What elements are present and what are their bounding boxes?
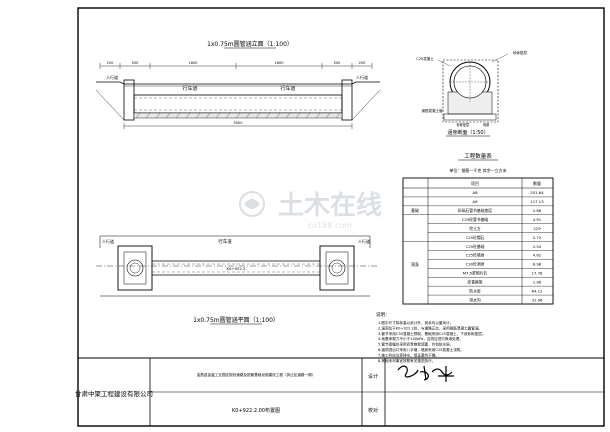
quantity-group-foundation: 基础 — [411, 207, 419, 213]
elev-carriageway-right: 行车道 — [280, 85, 295, 92]
note-line: 5.管节接缝处采用沥青麻絮填塞，外包防水层。 — [378, 342, 453, 347]
design-label: 设计 — [368, 373, 378, 380]
quantity-table: 工程数量表 单位：钢筋—千克 其余—立方米 项目 数量 基础 洞身 A8 251.… — [402, 152, 554, 305]
drawing-frame — [77, 7, 605, 427]
notes-block: 说明： 1.图中尺寸除标高以米计外，其余均以厘米计。2.涵洞位于K0+922.2… — [376, 311, 485, 363]
table-cell-qty: 64.12 — [532, 288, 543, 293]
table-cell-item: 排水沟 — [469, 297, 481, 302]
elev-dim-1: 200 — [107, 61, 114, 65]
quantity-header-qty: 数量 — [533, 180, 541, 186]
note-line: 6.涵洞进出口采用八字墙，墙身采用C25混凝土浇筑。 — [378, 347, 464, 352]
plan-title: 1x0.75m圆管涵平面（1:100） — [193, 316, 279, 324]
plan-chainage: K0+922.2 — [227, 266, 247, 271]
table-cell-qty: 1.96 — [533, 279, 542, 284]
table-cell-qty: 6.98 — [533, 262, 542, 267]
quantity-unit-note: 单位：钢筋—千克 其余—立方米 — [449, 167, 506, 173]
section-label-concrete: C25混凝土 — [416, 56, 434, 61]
elev-sidewalk-right: 人行道 — [356, 74, 368, 80]
section-title: 涵身断面（1:50） — [447, 129, 488, 136]
quantity-table-title: 工程数量表 — [464, 152, 492, 160]
company-name: 甘肃中聚工程建设有限公司 — [75, 389, 153, 398]
plan-sidewalk-left: 人行道 — [102, 238, 114, 244]
elev-dim-5: 500 — [334, 61, 341, 65]
elev-sidewalk-left: 人行道 — [106, 74, 118, 80]
table-cell-qty: 251.64 — [530, 190, 544, 195]
table-cell-item: C25砼基础 — [466, 244, 485, 249]
table-cell-qty: 4.91 — [533, 217, 542, 222]
table-cell-qty: 31.96 — [532, 297, 543, 302]
watermark-url: co188.com — [308, 221, 352, 230]
plan-sidewalk-right: 人行道 — [358, 238, 370, 244]
section-label-pipe: 钢筋混凝土管 — [422, 108, 443, 113]
elev-carriageway-left: 行车道 — [182, 85, 197, 92]
note-line: 1.图中尺寸除标高以米计外，其余均以厘米计。 — [378, 320, 453, 325]
section-label-gravel: 砂砾垫层 — [513, 50, 527, 55]
note-line: 7.施工时应注意排水，保证基坑干燥。 — [378, 352, 439, 357]
section-label-base-b: 地基 — [483, 122, 490, 127]
elevation-view: 1x0.75m圆管涵立面（1:100） 200 500 1800 1800 50… — [95, 40, 381, 129]
quantity-header-item: 项目 — [471, 180, 479, 186]
signature — [397, 365, 454, 382]
note-line: 3.管节采用C30混凝土预制，基础采用C25混凝土，下设砂砾垫层。 — [378, 331, 485, 336]
table-cell-qty: 4.62 — [533, 253, 542, 258]
note-line: 4.地基承载力不小于150kPa，否则应进行换填处理。 — [378, 336, 463, 341]
elev-dim-4: 1800 — [275, 61, 284, 65]
table-cell-item: 防水层 — [469, 288, 481, 293]
check-label: 校对 — [368, 407, 378, 414]
note-line: 8.其他未尽事宜按照有关规范执行。 — [378, 358, 435, 363]
elevation-title: 1x0.75m圆管涵立面（1:100） — [207, 40, 293, 48]
project-name: 金昌县金鑫工业园区规划道路及配套基础设施建设工程（拆迁区道路一期） — [197, 372, 316, 377]
elev-dim-2: 500 — [132, 61, 139, 65]
drawing-name: K0+922.2.00布置图 — [232, 407, 280, 414]
table-cell-item: 砂砾石管节基础垫层 — [458, 208, 492, 213]
table-cell-qty: 2.54 — [533, 244, 542, 249]
section-view: 砂砾垫层 C25混凝土 钢筋混凝土管 砂砾垫层 地基 涵身断面（1:50） — [416, 50, 527, 137]
table-cell-qty: 2.72 — [533, 235, 542, 240]
table-cell-item: C25砼管节基础 — [462, 217, 489, 222]
quantity-group-body: 洞身 — [411, 261, 419, 267]
title-block: 甘肃中聚工程建设有限公司 金昌县金鑫工业园区规划道路及配套基础设施建设工程（拆迁… — [75, 357, 604, 426]
elev-dim-3: 1800 — [189, 61, 198, 65]
table-cell-qty: 229 — [533, 226, 541, 231]
plan-view: 人行道 行车道 人行道 K0+922.2 1x0.75m圆管涵平面（1:100） — [96, 235, 378, 325]
table-cell-item: 沥青麻絮 — [467, 279, 482, 284]
elev-dim-bottom: 5000 — [234, 121, 243, 125]
watermark: 土木在线 co188.com — [239, 191, 382, 230]
section-label-base-a: 砂砾垫层 — [457, 122, 470, 127]
plan-carriageway: 行车道 — [218, 238, 232, 245]
elev-dim-6: 200 — [359, 61, 366, 65]
table-cell-item: A8 — [472, 190, 478, 195]
table-cell-qty: 17.78 — [532, 271, 543, 276]
notes-heading: 说明： — [376, 311, 390, 318]
table-cell-item: C25砼帽石 — [466, 235, 485, 240]
watermark-main: 土木在线 — [278, 191, 382, 221]
table-cell-item: C30砼洞身 — [466, 262, 485, 267]
table-cell-item: 挖土方 — [469, 226, 481, 231]
note-line: 2.涵洞位于K0+922.2处，与道路正交，采用钢筋混凝土圆管涵。 — [378, 325, 482, 330]
table-cell-item: M7.5浆砌片石 — [463, 271, 488, 276]
table-cell-item: A6 — [472, 199, 478, 204]
table-cell-qty: 2.66 — [533, 208, 542, 213]
table-cell-qty: 117.13 — [530, 199, 544, 204]
table-cell-item: C25砼墙身 — [466, 253, 485, 258]
